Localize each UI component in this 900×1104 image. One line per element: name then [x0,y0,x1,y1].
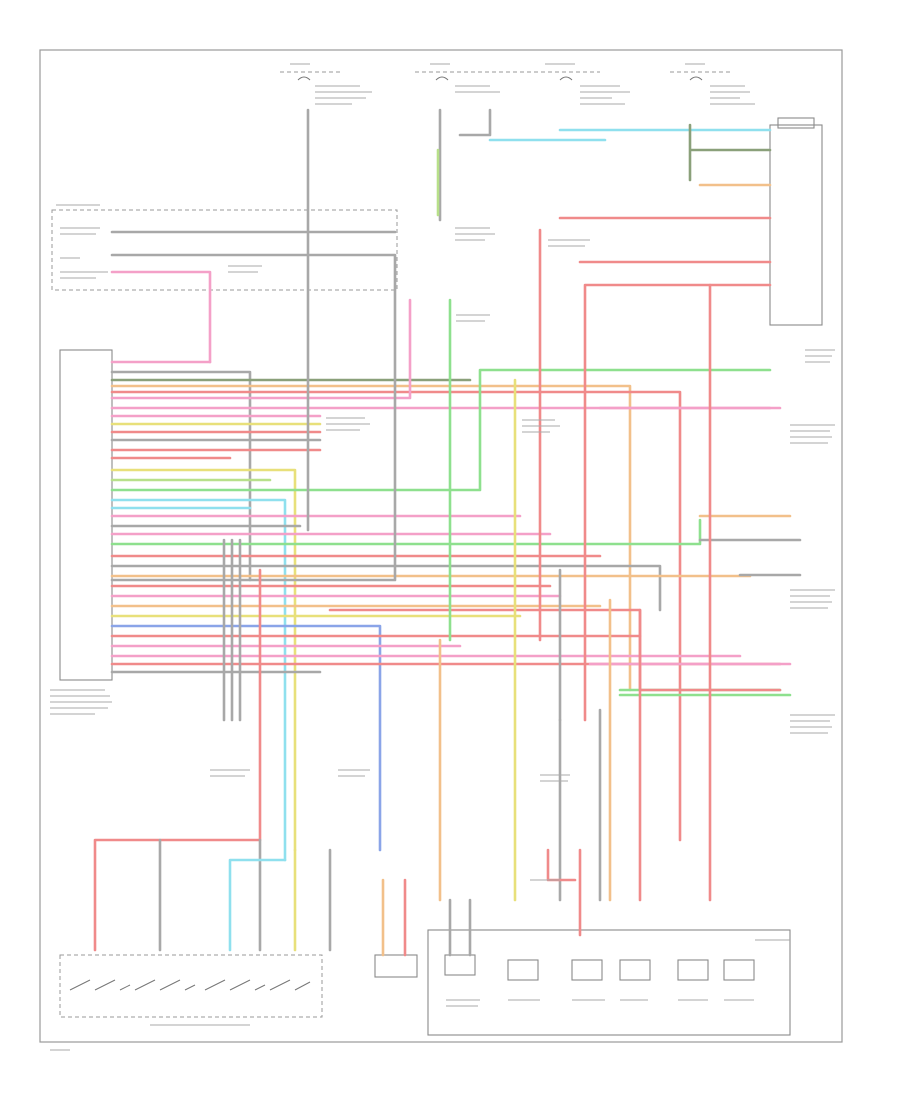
right-top-connector [769,124,823,326]
right-module-labels [790,349,835,734]
top-fuse-blocks [280,63,755,105]
fuse2-branch [458,108,492,137]
diagram-border [39,49,843,1043]
transmission-assembly [427,929,791,1036]
cluster-wires [110,230,397,582]
mid-labels [210,227,790,1007]
tcc-wires [448,898,472,957]
switch-contacts [69,979,311,991]
pcm-wire-bundle [110,298,782,862]
green-top-right [688,123,772,182]
pcm-module [59,349,113,681]
red-mid-right2 [583,283,772,722]
right-top-connector-cap [777,117,815,129]
speed-sensor-box [374,954,418,978]
overdrive-switch-assembly [59,954,323,1018]
instrument-cluster [51,209,398,291]
pcm-pin-labels [50,689,112,715]
transmission-solenoids [444,954,755,981]
ground-red [546,848,582,937]
switch-feed-wires [93,538,332,952]
right-signal-wires [328,406,802,697]
